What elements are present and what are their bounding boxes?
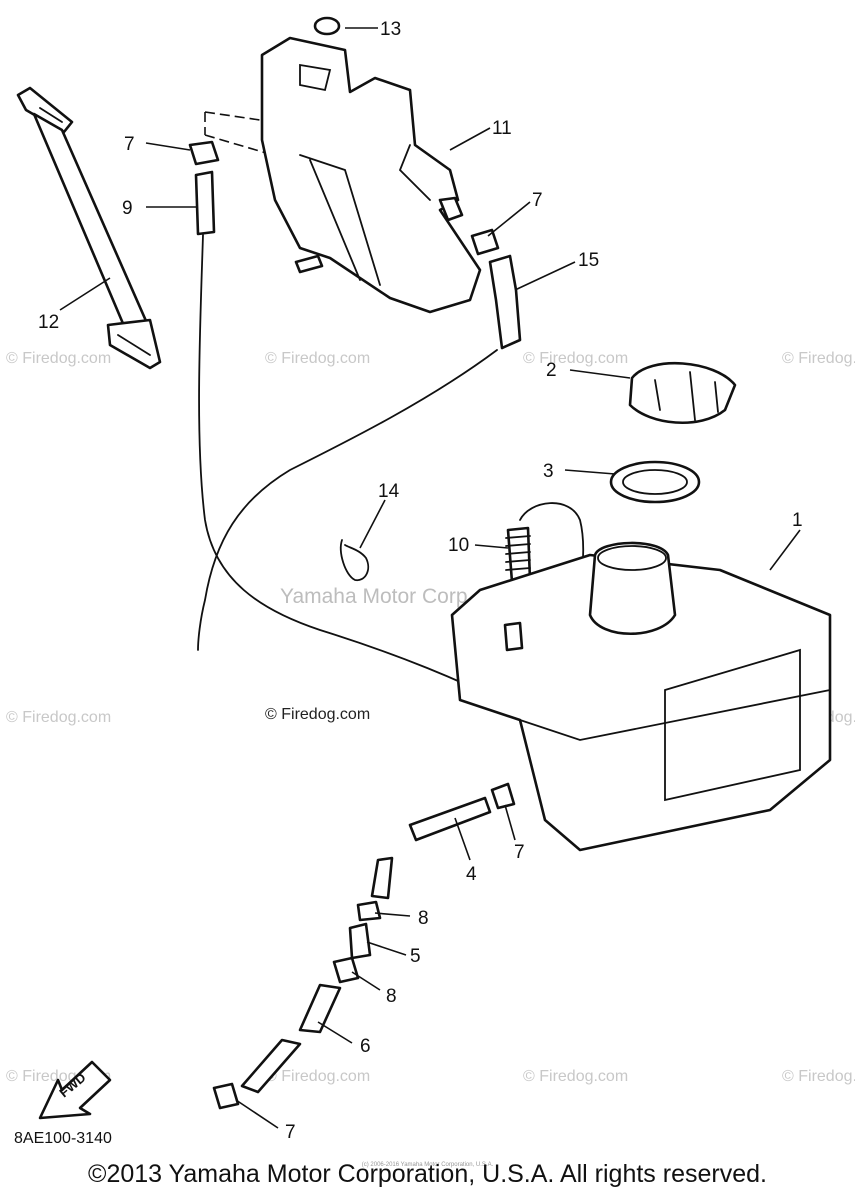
watermark: © Firedog.com (6, 709, 111, 726)
reservoir-hose (488, 254, 522, 350)
wire-clip (340, 539, 370, 582)
fuel-fitting (348, 922, 372, 960)
fuel-hose-lower (298, 983, 342, 1034)
watermark: © Firedog.com (265, 1068, 370, 1085)
callout-7-lower: 7 (514, 842, 525, 863)
center-copyright-watermark: © Firedog.com (265, 706, 371, 723)
callout-2: 2 (546, 360, 557, 381)
breather-line (198, 234, 521, 711)
reference-dashline (204, 111, 291, 161)
callout-1: 1 (792, 510, 803, 531)
oil-reservoir (260, 36, 482, 314)
breather-hose (194, 170, 216, 236)
callout-10: 10 (448, 535, 469, 556)
hose-clip (490, 782, 516, 810)
callout-14: 14 (378, 481, 400, 502)
callout-4: 4 (466, 864, 477, 885)
hose-clip (356, 900, 382, 922)
callout-9: 9 (122, 198, 133, 219)
callout-8-upper: 8 (418, 908, 429, 929)
callout-13: 13 (380, 19, 401, 40)
watermark: © Firedog.com (782, 1068, 855, 1085)
callout-7-top: 7 (124, 134, 135, 155)
watermark: © Firedog.com (523, 350, 628, 367)
callout-5: 5 (410, 946, 421, 967)
leader-lines (59, 27, 801, 1129)
strap-part (16, 86, 162, 370)
hose-clip (470, 228, 500, 256)
callout-12: 12 (38, 312, 59, 333)
fuel-tank (450, 541, 832, 852)
callout-labels: 13 11 7 9 7 15 12 2 3 14 10 1 4 7 8 5 8 … (38, 19, 803, 1143)
reservoir-cap (313, 16, 341, 36)
gasket-inner (622, 469, 688, 495)
fuel-hose-lower-end (240, 1038, 302, 1094)
watermark: © Firedog.com (523, 1068, 628, 1085)
hose-clip (332, 956, 360, 984)
fuel-hose (408, 796, 492, 842)
callout-3: 3 (543, 461, 554, 482)
copyright-footer: ©2013 Yamaha Motor Corporation, U.S.A. A… (88, 1160, 767, 1188)
hose-clip (212, 1082, 240, 1110)
fuel-cap (628, 361, 737, 425)
cap-gasket (609, 460, 701, 504)
diagram-code: 8AE100-3140 (14, 1130, 112, 1147)
overflow-line (197, 349, 498, 651)
watermark: © Firedog.com (6, 350, 111, 367)
fine-print: (c) 2006-2016 Yamaha Motor Corporation, … (361, 1162, 494, 1168)
watermark: © Firedog.com (782, 350, 855, 367)
hose-clip (188, 140, 220, 166)
callout-8-lower: 8 (386, 986, 397, 1007)
fuel-hose-end (370, 856, 394, 900)
callout-7-reservoir: 7 (532, 190, 543, 211)
callout-11: 11 (492, 118, 512, 139)
callout-6: 6 (360, 1036, 371, 1057)
watermark: © Firedog.com (265, 350, 370, 367)
callout-15: 15 (578, 250, 599, 271)
callout-7-bottom: 7 (285, 1122, 296, 1143)
